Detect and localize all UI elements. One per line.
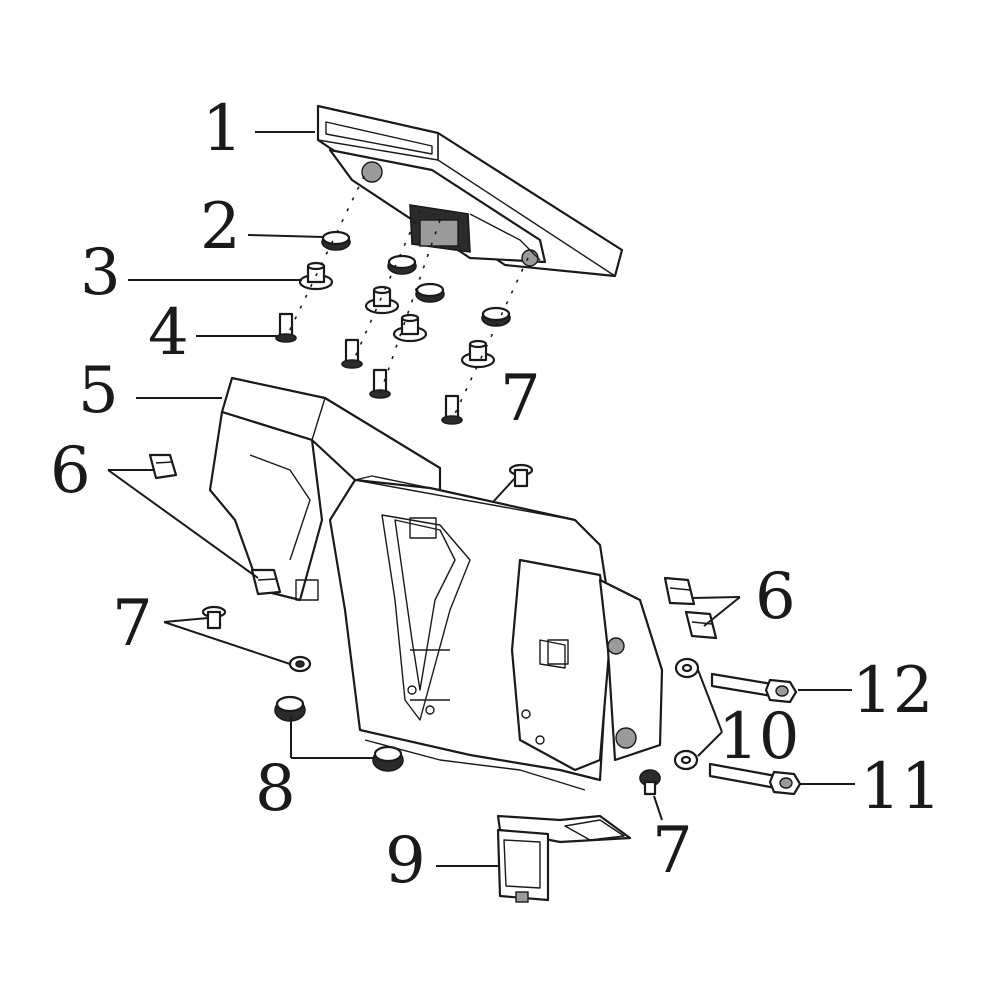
callout-1: 1 (202, 92, 243, 166)
part-bolt-11 (708, 762, 802, 796)
part-clip-nut-6 (148, 453, 718, 640)
callout-10: 10 (718, 700, 799, 774)
callout-labels: 1 2 3 4 5 6 6 7 7 7 8 9 10 11 12 (50, 92, 941, 898)
part-screw-4 (275, 312, 463, 425)
part-washer-10 (673, 657, 700, 771)
callout-12: 12 (852, 654, 933, 728)
part-rivet-7 (201, 463, 661, 796)
leader-lines (107, 131, 855, 867)
part-collar-3 (298, 261, 496, 369)
callout-7-bottom: 7 (652, 814, 693, 888)
callout-8: 8 (255, 752, 296, 826)
assembly-axis-lines (285, 175, 529, 421)
callout-2: 2 (200, 190, 241, 264)
part-instrument-cluster (316, 104, 624, 278)
callout-6-left: 6 (50, 434, 91, 508)
callout-5: 5 (78, 354, 119, 428)
callout-6-right: 6 (755, 560, 796, 634)
part-grommet-8 (274, 695, 404, 772)
part-connector-9 (496, 814, 632, 903)
part-bolt-12 (710, 672, 798, 704)
part-cowl-housing (208, 376, 664, 791)
callout-9: 9 (385, 824, 426, 898)
part-grommet-2 (321, 230, 511, 327)
callout-7-top: 7 (500, 362, 541, 436)
callout-7-left: 7 (112, 587, 153, 661)
callout-11: 11 (860, 750, 941, 824)
callout-4: 4 (148, 296, 189, 370)
callout-3: 3 (80, 236, 121, 310)
